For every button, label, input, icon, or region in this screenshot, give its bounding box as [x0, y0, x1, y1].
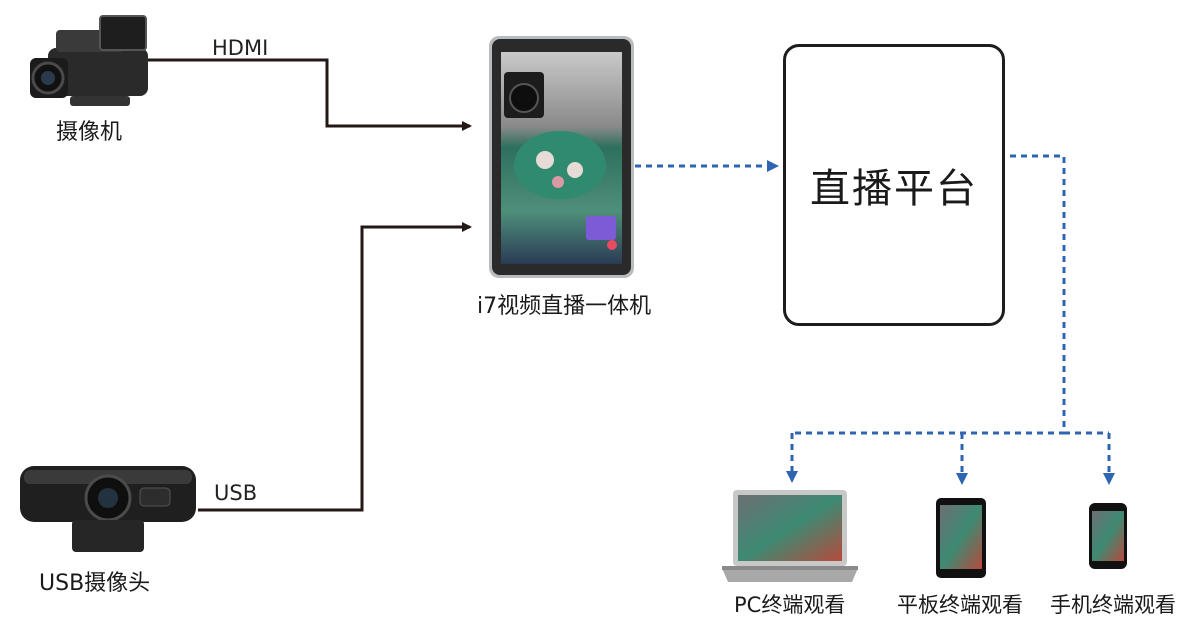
live-platform-box: 直播平台: [783, 44, 1005, 326]
encoder-label: i7视频直播一体机: [477, 294, 652, 319]
viewer-label-tablet: 平板终端观看: [897, 593, 1023, 617]
camcorder-label: 摄像机: [56, 120, 123, 145]
distribution-line: [792, 154, 1066, 435]
phone-icon: [1089, 503, 1127, 569]
encoder-device-icon: [489, 36, 634, 278]
usb-cable: [198, 222, 472, 512]
platform-title: 直播平台: [810, 166, 978, 212]
usb-camera-icon: [20, 466, 196, 552]
laptop-icon: [722, 490, 858, 582]
usb-label: USB: [214, 481, 258, 505]
usb-camera-label: USB摄像头: [39, 571, 151, 596]
hdmi-label: HDMI: [212, 36, 269, 60]
tablet-icon: [936, 498, 986, 578]
hdmi-cable: [148, 58, 472, 131]
viewer-label-phone: 手机终端观看: [1050, 593, 1176, 617]
viewer-label-pc: PC终端观看: [734, 593, 846, 617]
camcorder-icon: [30, 15, 148, 106]
